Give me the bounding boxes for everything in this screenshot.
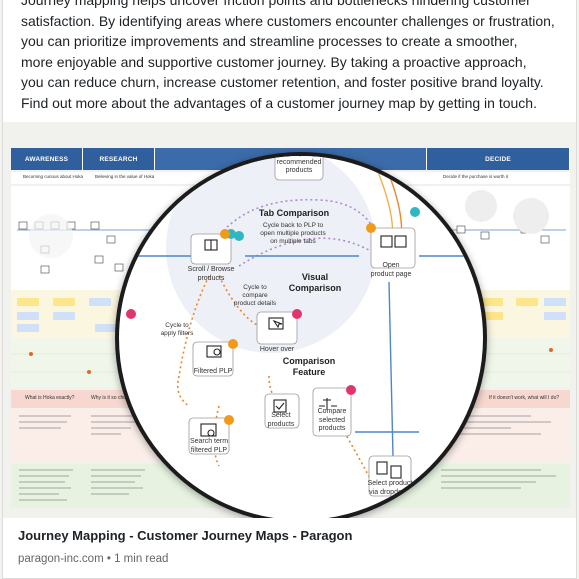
opportunity-text-lines — [19, 469, 556, 501]
node-open-product-page: Open product page — [370, 262, 412, 278]
node-select-products: Select products — [267, 412, 295, 428]
research-question: Why is it so chunky or... — [91, 395, 144, 401]
awareness-goal: Becoming curious about Hoka — [23, 174, 84, 179]
research-goal: Believing in the value of Hoka — [95, 174, 155, 179]
sticky-note — [53, 298, 75, 306]
post-line: you can prioritize improvements and stre… — [21, 33, 518, 49]
sticky-note — [544, 312, 566, 320]
sticky-note — [544, 298, 566, 306]
post-line: Find out more about the advantages of a … — [21, 94, 537, 111]
post-body: Journey mapping helps uncover friction p… — [21, 0, 561, 113]
decide-question: If it doesn't work, what will I do? — [489, 395, 560, 401]
post-line: you can reduce churn, increase customer … — [21, 74, 544, 90]
link-title[interactable]: Journey Mapping - Customer Journey Maps … — [18, 528, 353, 543]
sticky-note — [95, 324, 117, 332]
node-compare-selected: Compare selected products — [317, 408, 347, 432]
node-cycle-filters: Cycle to apply filters — [160, 322, 194, 337]
node-cycle-compare: Cycle to compare product details — [233, 284, 277, 307]
node-compare-recommended: Compare recommended products — [276, 152, 322, 174]
node-search-term: Search term filtered PLP — [189, 438, 229, 454]
flow-sketch — [17, 190, 566, 274]
zoom-paths — [119, 156, 483, 497]
stage-research: RESEARCH — [83, 148, 155, 170]
post-line: Journey mapping helps uncover friction p… — [21, 0, 531, 8]
post-line: satisfaction. By identifying areas where… — [21, 12, 555, 29]
node-select-via-dropdown: Select product via dropdown — [367, 480, 413, 496]
awareness-question: What is Hoka exactly? — [25, 395, 75, 401]
journey-map-image: AWARENESS RESEARCH DECIDE Becoming curio… — [11, 148, 570, 518]
section-visual-comparison: Visual Comparison — [288, 272, 342, 293]
zoom-magnifier: Compare recommended products Tab Compari… — [115, 152, 487, 518]
link-domain: paragon-inc.com — [18, 553, 104, 565]
sticky-note — [481, 298, 503, 306]
read-time: 1 min read — [114, 553, 169, 565]
sticky-note — [516, 298, 538, 306]
stage-decide: DECIDE — [427, 148, 570, 170]
node-filtered-plp: Filtered PLP — [193, 368, 233, 375]
post-line: more enjoyable and supportive customer j… — [21, 53, 527, 70]
section-tab-comparison: Tab Comparison — [258, 208, 330, 218]
link-preview-image[interactable]: AWARENESS RESEARCH DECIDE Becoming curio… — [3, 122, 576, 518]
stage-awareness: AWARENESS — [11, 148, 83, 170]
sticky-note — [17, 298, 39, 306]
link-meta: paragon-inc.com • 1 min read — [18, 553, 168, 565]
sticky-note — [17, 324, 39, 332]
sticky-note — [481, 312, 503, 320]
tab-comparison-note: Cycle back to PLP to open multiple produ… — [260, 222, 326, 245]
node-scroll-browse: Scroll / Browse products — [187, 266, 235, 282]
decide-goal: Decide if the purchase is worth it — [443, 174, 509, 179]
link-preview-caption[interactable]: Journey Mapping - Customer Journey Maps … — [3, 518, 576, 578]
sticky-note — [17, 312, 39, 320]
node-hover-over: Hover over — [259, 346, 295, 353]
sticky-note — [89, 298, 111, 306]
sticky-note — [53, 312, 75, 320]
section-comparison-feature: Comparison Feature — [282, 356, 336, 377]
meta-separator: • — [106, 553, 111, 565]
